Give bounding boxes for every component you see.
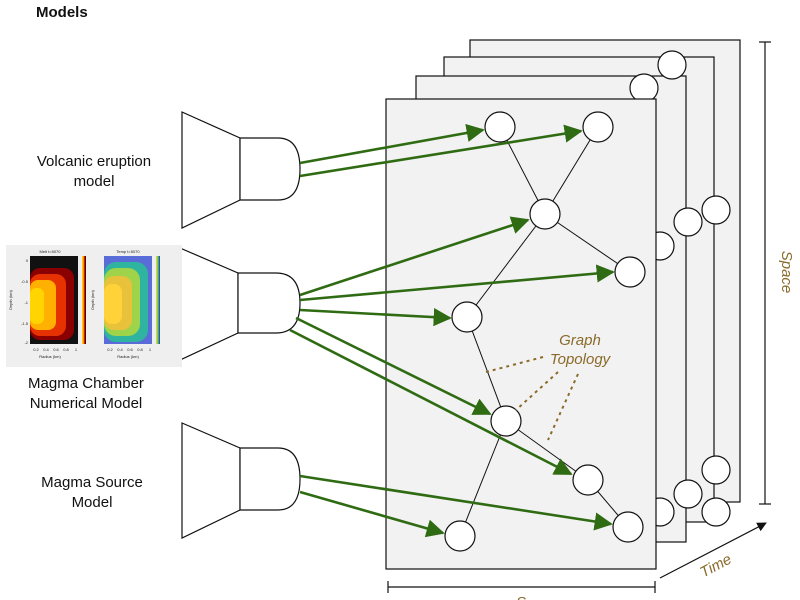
bottom-axis — [387, 581, 656, 593]
back-node — [701, 195, 731, 225]
model-icon-chamber-trapezoid — [179, 247, 239, 361]
arrow-source-to-node — [299, 490, 445, 538]
arrow-chamber-to-node — [299, 216, 530, 297]
chamber-thumbnails: Melt t=5070 Depth (km) Radius (km) 0 -0.… — [6, 245, 182, 367]
graph-edge — [544, 126, 599, 215]
melt-xtick: 0.6 — [53, 347, 59, 352]
model-icon-source-bullet — [239, 447, 301, 511]
arrow-chamber-to-node — [289, 328, 573, 476]
arrow-chamber-to-node — [295, 316, 492, 416]
graph-node — [614, 256, 646, 288]
topology-pointer — [547, 373, 579, 441]
graph-node — [582, 111, 614, 143]
model-icon-source-trapezoid — [181, 422, 241, 539]
graph-edge — [466, 316, 507, 422]
models-title: Models — [36, 4, 88, 21]
temp-heat-core — [104, 284, 122, 324]
melt-xtick: 1 — [75, 347, 78, 352]
graph-edge — [466, 213, 546, 318]
graph-node — [572, 464, 604, 496]
arrow-chamber-to-node — [299, 264, 615, 302]
melt-ytick: 0 — [26, 258, 29, 263]
back-node — [629, 73, 659, 103]
graph-edge — [544, 213, 631, 273]
temp-ylabel: Depth (km) — [90, 289, 95, 309]
arrow-source-to-node — [299, 474, 613, 531]
back-node — [701, 455, 731, 485]
arrow-volcanic-to-node — [299, 124, 583, 178]
source-label-line1: Magma Source — [41, 474, 143, 491]
temp-xtick: 0.4 — [117, 347, 123, 352]
frame-front — [385, 98, 657, 570]
melt-xlabel: Radius (km) — [39, 354, 61, 359]
space-axis — [759, 41, 771, 505]
melt-xtick: 0.4 — [43, 347, 49, 352]
graph-node — [484, 111, 516, 143]
temp-colorbar — [156, 256, 160, 344]
model-icon-magma-chamber — [179, 247, 301, 361]
arrow-chamber-to-node — [299, 308, 452, 327]
topology-pointer — [485, 356, 544, 373]
graph-node — [612, 511, 644, 543]
melt-ytick: -0.5 — [21, 279, 29, 284]
temp-xtick: 0.8 — [137, 347, 143, 352]
melt-xtick: 0.8 — [63, 347, 69, 352]
graph-node — [490, 405, 522, 437]
space-axis-label: Space — [778, 251, 795, 294]
temp-xlabel: Radius (km) — [117, 354, 139, 359]
temp-plot-title: Temp t=5070 — [116, 249, 140, 254]
temp-xtick: 1 — [149, 347, 152, 352]
graph-topology-line2: Topology — [550, 351, 612, 368]
graph-edge — [505, 420, 589, 481]
chamber-label-line2: Numerical Model — [30, 395, 143, 412]
graph-topology-line1: Graph — [559, 332, 601, 349]
back-node — [701, 497, 731, 527]
source-label-line2: Model — [72, 494, 113, 511]
back-node — [673, 479, 703, 509]
bottom-axis-label: S — [516, 594, 526, 600]
melt-ytick: -2 — [24, 340, 28, 345]
model-icon-volcanic-trapezoid — [181, 111, 241, 229]
time-axis-arrow — [659, 522, 767, 579]
melt-xtick: 0.2 — [33, 347, 39, 352]
melt-ytick: -1.5 — [21, 321, 29, 326]
melt-plot-title: Melt t=5070 — [39, 249, 61, 254]
temp-xtick: 0.2 — [107, 347, 113, 352]
back-node — [673, 207, 703, 237]
model-icon-volcanic — [181, 111, 301, 229]
graph-node — [529, 198, 561, 230]
graph-edge — [459, 420, 507, 537]
chamber-label-line1: Magma Chamber — [28, 375, 144, 392]
melt-ytick: -1 — [24, 300, 28, 305]
topology-pointers — [485, 356, 579, 441]
volcanic-label-line2: model — [74, 173, 115, 190]
frame-stack — [385, 39, 741, 570]
graph-nodes — [444, 111, 646, 552]
graph-node — [444, 520, 476, 552]
melt-heat-core — [30, 288, 44, 324]
back-node — [657, 50, 687, 80]
melt-ylabel: Depth (km) — [8, 289, 13, 309]
graph-node — [451, 301, 483, 333]
model-icon-volcanic-bullet — [239, 137, 301, 201]
model-arrows — [289, 123, 615, 538]
model-icon-chamber-bullet — [237, 272, 301, 334]
volcanic-label-line1: Volcanic eruption — [37, 153, 151, 170]
temp-xtick: 0.6 — [127, 347, 133, 352]
model-icon-magma-source — [181, 422, 301, 539]
topology-pointer — [515, 371, 559, 411]
melt-colorbar — [82, 256, 86, 344]
arrow-volcanic-to-node — [299, 123, 485, 165]
